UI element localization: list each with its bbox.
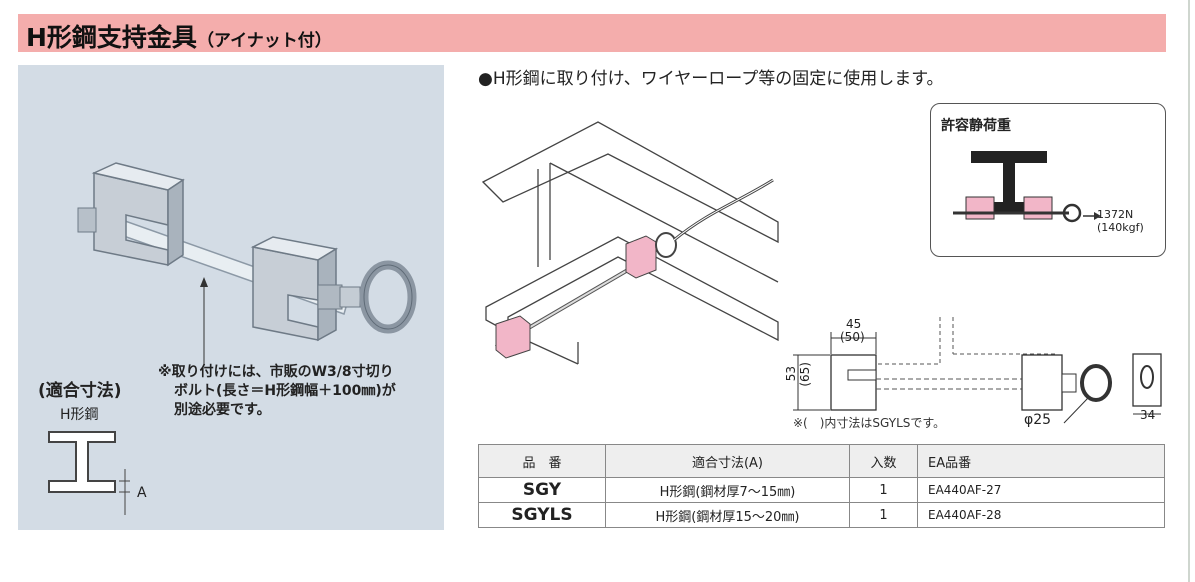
product-photo	[48, 162, 417, 515]
dimension-note: ※( )内寸法はSGYLSです。	[793, 416, 946, 430]
bolt-note-line-1: ※取り付けには、市販のW3/8寸切り	[158, 364, 394, 380]
header-code: 品 番	[478, 444, 606, 478]
bolt-note: ※取り付けには、市販のW3/8寸切り ボルト(長さ＝H形鋼幅＋100㎜)が 別途…	[158, 363, 396, 420]
dim-width-45: 45	[846, 317, 862, 331]
title-banner	[18, 14, 1166, 52]
product-photo-panel	[18, 65, 444, 530]
dimension-a-label: A	[137, 485, 147, 501]
load-value-n: 1372N	[1097, 208, 1134, 221]
dim-width-50: (50)	[840, 330, 865, 344]
allowable-load-box	[930, 103, 1166, 257]
product-description: ●H形鋼に取り付け、ワイヤーロープ等の固定に使用します。	[478, 69, 944, 89]
row-fit: H形鋼(鋼材厚7～15㎜)	[605, 477, 850, 503]
title-main: H形鋼支持金具	[26, 23, 197, 52]
fit-size-title: (適合寸法)	[38, 381, 122, 401]
page-title: H形鋼支持金具（アイナット付）	[26, 18, 332, 54]
table-row: SGY H形鋼(鋼材厚7～15㎜) 1 EA440AF-27	[478, 477, 1165, 503]
right-edge-divider	[1188, 0, 1190, 582]
table-row: SGYLS H形鋼(鋼材厚15～20㎜) 1 EA440AF-28	[478, 502, 1165, 528]
installation-drawing	[481, 121, 1162, 424]
row-ea: EA440AF-27	[917, 477, 1165, 503]
h-beam-label: H形鋼	[60, 407, 99, 423]
dim-height-65: (65)	[798, 362, 812, 387]
row-qty: 1	[849, 477, 918, 503]
load-value: 1372N (140kgf)	[1097, 208, 1144, 234]
header-qty: 入数	[849, 444, 918, 478]
bolt-note-line-3: 別途必要です。	[174, 402, 271, 418]
header-fit: 適合寸法(A)	[605, 444, 850, 478]
allowable-load-title: 許容静荷重	[941, 118, 1011, 134]
table-header-row: 品 番 適合寸法(A) 入数 EA品番	[478, 444, 1165, 478]
load-diagram	[953, 151, 1101, 223]
bolt-note-line-2: ボルト(長さ＝H形鋼幅＋100㎜)が	[174, 383, 396, 399]
title-sub: （アイナット付）	[196, 31, 332, 51]
header-ea: EA品番	[917, 444, 1165, 478]
dim-diameter: φ25	[1024, 412, 1052, 428]
dim-height-53: 53	[784, 366, 798, 382]
row-code: SGYLS	[478, 502, 606, 528]
dim-side-width: 34	[1140, 408, 1156, 422]
spec-table: 品 番 適合寸法(A) 入数 EA品番 SGY H形鋼(鋼材厚7～15㎜) 1 …	[478, 444, 1165, 528]
row-qty: 1	[849, 502, 918, 528]
row-fit: H形鋼(鋼材厚15～20㎜)	[605, 502, 850, 528]
load-value-kgf: (140kgf)	[1097, 221, 1144, 234]
row-code: SGY	[478, 477, 606, 503]
row-ea: EA440AF-28	[917, 502, 1165, 528]
